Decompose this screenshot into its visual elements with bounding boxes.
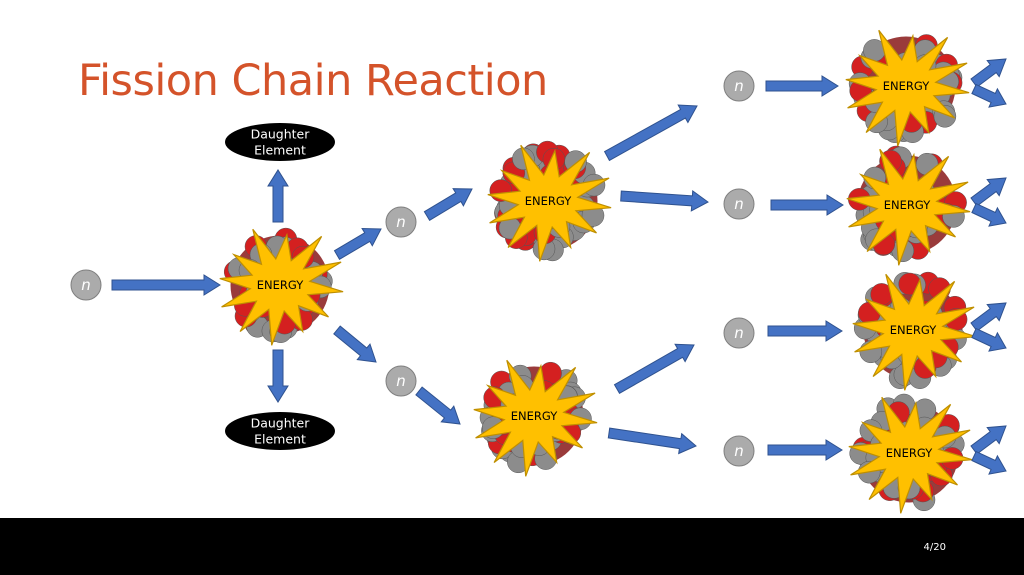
nucleus-stage2-upper: ENERGY [487,140,612,262]
neutron-stage3-1: n [723,70,755,102]
arrow-to-nucleus-stage3-1 [765,75,839,97]
neutron-circle [723,317,755,349]
page-number: 4/20 [923,542,946,553]
neutron-label: n [396,372,406,390]
neutron-label: n [81,276,91,294]
energy-label: ENERGY [883,79,930,93]
energy-label: ENERGY [890,323,937,337]
energy-burst [473,359,598,477]
nucleus-stage1: ENERGY [219,227,344,346]
energy-label: ENERGY [886,446,933,460]
neutron-stage3-3: n [723,317,755,349]
energy-burst [848,396,973,514]
arrow-upper-up [603,104,698,162]
arrow-lower-up [613,343,695,394]
arrow-to-nucleus-stage3-2 [770,194,844,216]
neutron-circle [723,70,755,102]
neutron-label: n [396,213,406,231]
energy-label: ENERGY [511,409,558,423]
slide-title: Fission Chain Reaction [78,56,548,106]
energy-burst [852,273,977,391]
incoming-arrow [111,274,221,296]
outgoing-arrow-down-3 [971,327,1007,352]
neutron-circle [723,188,755,220]
daughter-label-line1: Daughter [251,416,311,431]
energy-burst [487,144,612,262]
daughter-label-line2: Element [254,432,306,447]
presentation-footer-bar: 4/20 [0,518,1024,575]
neutron-circle [70,269,102,301]
neutron-label: n [734,77,744,95]
daughter-label-line1: Daughter [251,127,311,142]
incoming-neutron: n [70,269,102,301]
energy-label: ENERGY [525,194,572,208]
neutron-stage3-4: n [723,435,755,467]
arrow-to-nucleus-stage3-3 [767,320,843,342]
daughter-arrow-up [267,169,289,223]
arrow-to-nucleus-stage3-4 [767,439,843,461]
neutron-circle [385,206,417,238]
arrow-to-nucleus-upper [423,188,473,221]
neutron-circle [385,365,417,397]
neutron-label: n [734,195,744,213]
outgoing-arrow-up-1 [970,58,1007,88]
nucleus-stage3-2: ENERGY [846,145,971,266]
nucleus-stage3-1: ENERGY [845,29,970,147]
neutron-label: n [734,442,744,460]
daughter-arrow-down [267,349,289,403]
arrow-to-nucleus-lower [415,386,461,425]
nucleus-stage2-lower: ENERGY [473,359,598,477]
outgoing-arrow-down-1 [971,83,1007,108]
outgoing-arrow-up-3 [970,302,1007,332]
energy-label: ENERGY [257,278,304,292]
daughter-label-line2: Element [254,143,306,158]
arrow-upper-down [620,189,709,212]
outgoing-arrow-up-4 [970,425,1007,455]
energy-burst [846,148,971,266]
neutron-circle [723,435,755,467]
nucleus-stage3-3: ENERGY [852,271,977,391]
outgoing-arrow-down-4 [971,450,1007,475]
daughter-ellipse [225,123,335,161]
daughter-ellipse [225,412,335,450]
neutron-stage3-2: n [723,188,755,220]
arrow-stage1-up [333,227,382,260]
neutron-label: n [734,324,744,342]
neutron-stage2-lower: n [385,365,417,397]
outgoing-arrow-down-2 [971,202,1007,227]
outgoing-arrow-up-2 [970,177,1007,207]
energy-burst [219,228,344,346]
neutron-stage2-upper: n [385,206,417,238]
arrow-stage1-down [333,325,377,363]
energy-label: ENERGY [884,198,931,212]
arrow-lower-down [607,427,697,455]
nucleus-stage3-4: ENERGY [848,393,973,514]
